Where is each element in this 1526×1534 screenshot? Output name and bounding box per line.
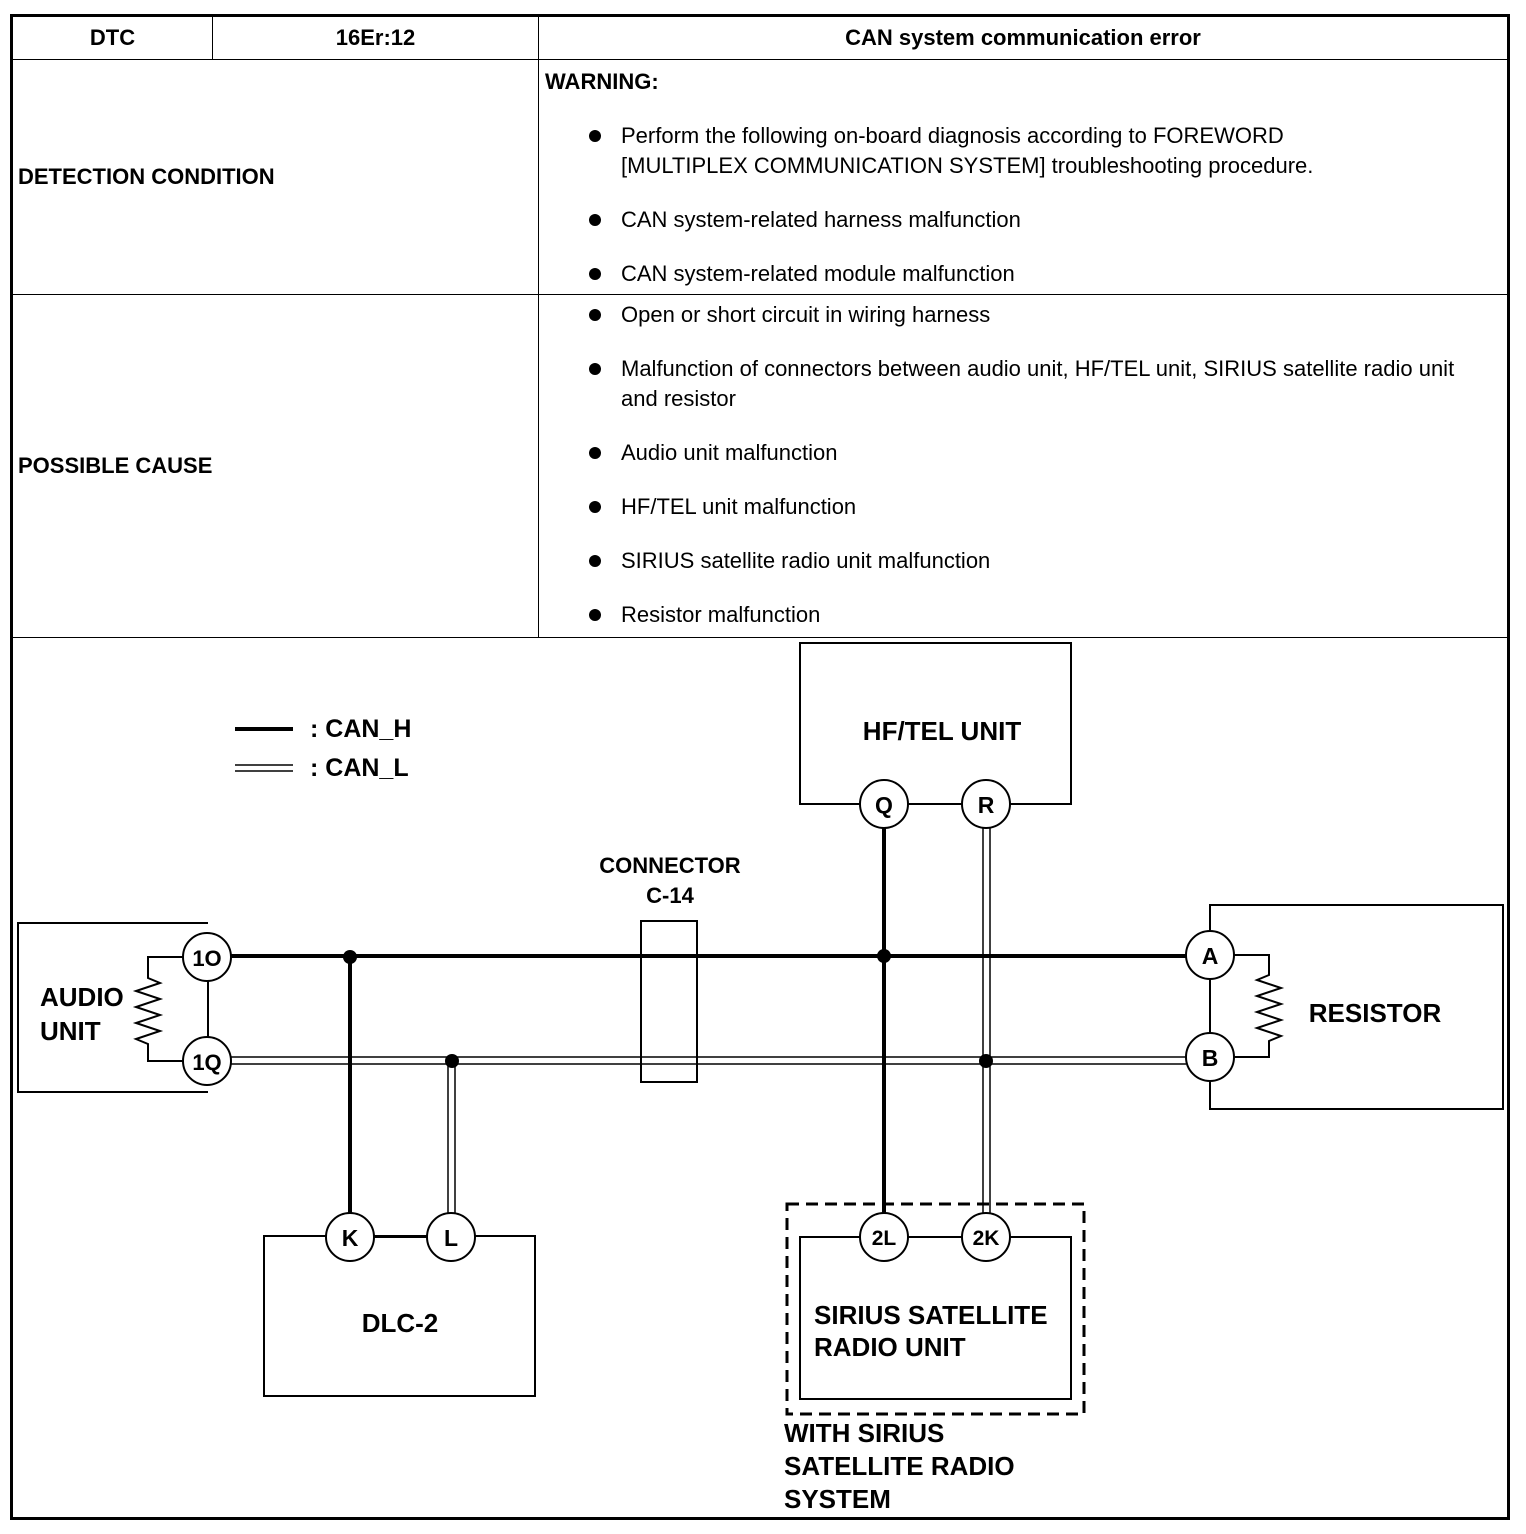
pin-label: K <box>342 1225 359 1251</box>
pin-label: Q <box>875 792 893 818</box>
pin-label: R <box>978 792 995 818</box>
detection-condition-label: DETECTION CONDITION <box>18 164 275 189</box>
connector-label-1: CONNECTOR <box>599 853 740 878</box>
terminating-resistor <box>1234 954 1285 1058</box>
pin-k: K <box>325 1212 375 1262</box>
grid-line <box>13 637 1507 638</box>
pin-label: L <box>444 1225 458 1251</box>
sirius-option-note-1: WITH SIRIUS <box>784 1418 944 1448</box>
pin-label: 1Q <box>192 1050 221 1075</box>
resistor-box <box>1209 904 1504 1110</box>
audio-unit-box <box>17 922 208 1093</box>
legend: : CAN_H : CAN_L <box>235 715 411 782</box>
pin-1o: 1O <box>182 932 232 982</box>
junction-dot <box>445 1054 459 1068</box>
pin-label: B <box>1202 1045 1219 1071</box>
can-h-wiring <box>231 828 1186 1214</box>
list-item: Perform the following on-board diagnosis… <box>587 121 1467 181</box>
audio-unit-label-2: UNIT <box>40 1016 101 1046</box>
pin-a: A <box>1185 930 1235 980</box>
pin-label: A <box>1202 943 1219 969</box>
legend-can-l-label: : CAN_L <box>310 754 409 782</box>
pin-1q: 1Q <box>182 1036 232 1086</box>
sirius-option-note-2: SATELLITE RADIO <box>784 1451 1015 1481</box>
detection-list: Perform the following on-board diagnosis… <box>587 121 1467 289</box>
pin-label: 1O <box>192 946 221 971</box>
junction-dot <box>979 1054 993 1068</box>
pin-b: B <box>1185 1032 1235 1082</box>
list-item: CAN system-related module malfunction <box>587 259 1467 289</box>
list-item: Audio unit malfunction <box>587 438 1467 468</box>
possible-cause-label: POSSIBLE CAUSE <box>18 453 213 478</box>
dtc-code: 16Er:12 <box>335 25 416 50</box>
pin-l: L <box>426 1212 476 1262</box>
pin-2k: 2K <box>961 1212 1011 1262</box>
grid-line <box>538 17 539 637</box>
junction-dot <box>877 949 891 963</box>
audio-unit-label-1: AUDIO <box>40 982 124 1012</box>
sirius-unit-label-2: RADIO UNIT <box>814 1332 966 1362</box>
pin-q: Q <box>859 779 909 829</box>
junction-dot <box>343 950 357 964</box>
list-item: SIRIUS satellite radio unit malfunction <box>587 546 1467 576</box>
warning-label: WARNING: <box>545 69 659 94</box>
sirius-option-note-3: SYSTEM <box>784 1484 891 1514</box>
pin-r: R <box>961 779 1011 829</box>
pin-2l: 2L <box>859 1212 909 1262</box>
sirius-option-outline <box>785 1202 1086 1416</box>
dtc-label: DTC <box>89 25 136 50</box>
grid-line <box>212 17 213 59</box>
can-l-wiring <box>231 828 1186 1214</box>
audio-terminating-resistor <box>132 956 183 1062</box>
dlc-label: DLC-2 <box>362 1308 439 1338</box>
pin-label: 2L <box>872 1227 897 1250</box>
hftel-unit-label: HF/TEL UNIT <box>863 716 1022 746</box>
list-item: Resistor malfunction <box>587 600 1467 630</box>
connector-label-2: C-14 <box>646 883 694 908</box>
legend-can-h-label: : CAN_H <box>310 715 411 743</box>
list-item: Open or short circuit in wiring harness <box>587 300 1467 330</box>
dtc-title: CAN system communication error <box>845 25 1201 50</box>
cause-list: Open or short circuit in wiring harness … <box>587 300 1467 630</box>
grid-line <box>13 59 1507 60</box>
connector-c14 <box>640 920 698 1083</box>
pin-label: 2K <box>973 1227 1000 1250</box>
list-item: HF/TEL unit malfunction <box>587 492 1467 522</box>
sirius-unit-label-1: SIRIUS SATELLITE <box>814 1300 1048 1330</box>
resistor-label: RESISTOR <box>1309 998 1442 1028</box>
list-item: Malfunction of connectors between audio … <box>587 354 1467 414</box>
dtc-sheet: DTC 16Er:12 CAN system communication err… <box>10 14 1510 1520</box>
grid-line <box>13 294 1507 295</box>
list-item: CAN system-related harness malfunction <box>587 205 1467 235</box>
